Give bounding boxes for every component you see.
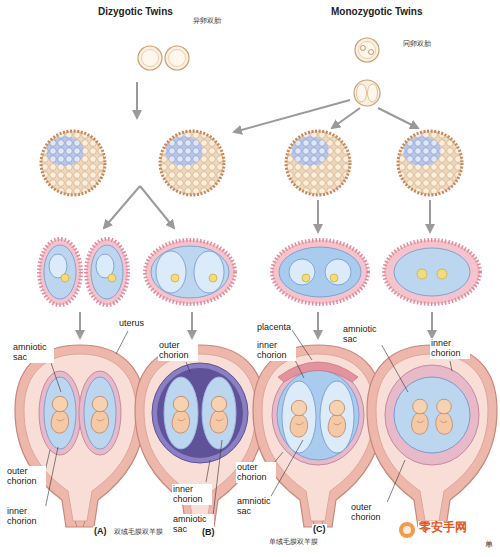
uterus-monoamniotic <box>367 345 497 527</box>
heading-chinese: 异卵双胎 <box>192 17 222 25</box>
caption-chinese: 双绒毛膜双羊膜 <box>113 528 164 536</box>
caption-chinese: 单 <box>484 540 494 549</box>
figure-letter: (B) <box>201 527 216 537</box>
blastocyst <box>41 131 105 195</box>
egg-cell <box>165 46 189 70</box>
early-embryo <box>145 240 235 304</box>
egg-cell <box>138 46 162 70</box>
caption-chinese: 单绒毛膜双羊膜 <box>268 538 319 546</box>
arrows <box>80 82 432 338</box>
figure-letter: (A) <box>93 526 108 536</box>
part-label: inner chorion <box>6 506 46 527</box>
part-label: inner chorion <box>430 338 470 359</box>
two-cell-stage <box>354 80 380 106</box>
heading: Dizygotic Twins <box>97 6 174 18</box>
part-label: amniotic sac <box>12 342 54 363</box>
part-label: outer chorion <box>158 340 198 361</box>
early-embryo <box>384 240 480 304</box>
watermark: 零安手网 <box>418 521 468 535</box>
blastocyst <box>160 131 224 195</box>
early-embryo <box>39 239 128 305</box>
zygote <box>355 38 379 62</box>
part-label: placenta <box>256 322 292 332</box>
part-label: amniotic sac <box>342 324 384 345</box>
part-label: outer chorion <box>350 502 390 523</box>
figure-letter: (C) <box>312 524 327 534</box>
part-label: outer chorion <box>6 466 46 487</box>
part-label: outer chorion <box>236 462 276 483</box>
part-label: uterus <box>118 318 145 328</box>
part-label: amniotic sac <box>236 496 278 517</box>
heading-chinese: 同卵双胎 <box>402 40 432 48</box>
part-label: inner chorion <box>256 340 296 361</box>
early-embryo <box>272 240 368 304</box>
blastocyst <box>398 131 462 195</box>
part-label: inner chorion <box>172 484 212 505</box>
leader-lines <box>44 330 452 516</box>
blastocyst <box>286 131 350 195</box>
heading: Monozygotic Twins <box>330 6 423 18</box>
watermark-logo <box>399 522 415 538</box>
uterus-dichorionic <box>15 345 145 527</box>
